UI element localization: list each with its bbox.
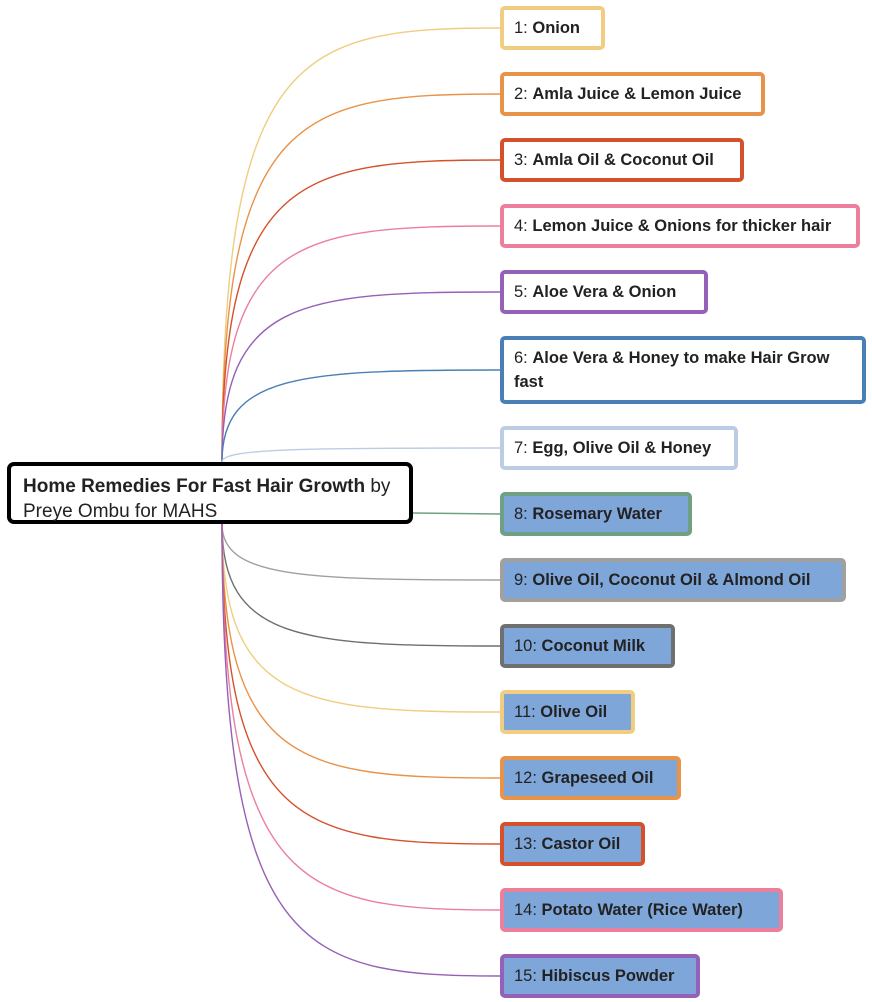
- subtopic-label: 11: Olive Oil: [514, 700, 607, 724]
- subtopic-number: 8:: [514, 505, 533, 523]
- central-topic-title: Home Remedies For Fast Hair Growth: [23, 476, 366, 497]
- connector-line: [412, 512, 501, 515]
- subtopic-node[interactable]: 3: Amla Oil & Coconut Oil: [500, 138, 744, 182]
- subtopic-text: Amla Juice & Lemon Juice: [532, 85, 742, 103]
- subtopic-node[interactable]: 7: Egg, Olive Oil & Honey: [500, 426, 738, 470]
- connector-line: [221, 447, 501, 463]
- subtopic-number: 3:: [514, 151, 533, 169]
- subtopic-node[interactable]: 9: Olive Oil, Coconut Oil & Almond Oil: [500, 558, 846, 602]
- subtopic-number: 1:: [514, 19, 533, 37]
- subtopic-node[interactable]: 2: Amla Juice & Lemon Juice: [500, 72, 765, 116]
- subtopic-label: 4: Lemon Juice & Onions for thicker hair: [514, 214, 831, 238]
- subtopic-label: 12: Grapeseed Oil: [514, 766, 653, 790]
- subtopic-text: Potato Water (Rice Water): [541, 901, 743, 919]
- subtopic-node[interactable]: 10: Coconut Milk: [500, 624, 675, 668]
- subtopic-text: Egg, Olive Oil & Honey: [532, 439, 712, 457]
- connector-line: [221, 523, 501, 977]
- subtopic-label: 6: Aloe Vera & Honey to make Hair Grow f…: [514, 346, 852, 394]
- subtopic-node[interactable]: 1: Onion: [500, 6, 605, 50]
- subtopic-label: 9: Olive Oil, Coconut Oil & Almond Oil: [514, 568, 810, 592]
- subtopic-text: Hibiscus Powder: [541, 967, 675, 985]
- connector-line: [221, 159, 501, 463]
- subtopic-number: 5:: [514, 283, 533, 301]
- subtopic-label: 2: Amla Juice & Lemon Juice: [514, 82, 741, 106]
- connector-line: [221, 291, 501, 463]
- connector-line: [221, 523, 501, 647]
- subtopic-label: 14: Potato Water (Rice Water): [514, 898, 743, 922]
- connector-line: [221, 369, 501, 463]
- subtopic-label: 1: Onion: [514, 16, 580, 40]
- subtopic-number: 7:: [514, 439, 533, 457]
- subtopic-number: 14:: [514, 901, 542, 919]
- subtopic-node[interactable]: 15: Hibiscus Powder: [500, 954, 700, 998]
- subtopic-text: Rosemary Water: [532, 505, 662, 523]
- subtopic-text: Coconut Milk: [541, 637, 646, 655]
- subtopic-text: Olive Oil: [540, 703, 608, 721]
- subtopic-node[interactable]: 12: Grapeseed Oil: [500, 756, 681, 800]
- connector-line: [221, 523, 501, 581]
- subtopic-label: 15: Hibiscus Powder: [514, 964, 674, 988]
- subtopic-text: Grapeseed Oil: [541, 769, 654, 787]
- connector-line: [221, 225, 501, 463]
- subtopic-node[interactable]: 8: Rosemary Water: [500, 492, 692, 536]
- subtopic-number: 9:: [514, 571, 533, 589]
- subtopic-number: 10:: [514, 637, 542, 655]
- connector-line: [221, 523, 501, 845]
- subtopic-number: 11:: [514, 703, 541, 721]
- subtopic-node[interactable]: 14: Potato Water (Rice Water): [500, 888, 783, 932]
- subtopic-node[interactable]: 5: Aloe Vera & Onion: [500, 270, 708, 314]
- subtopic-node[interactable]: 11: Olive Oil: [500, 690, 635, 734]
- connector-line: [221, 523, 501, 779]
- subtopic-number: 13:: [514, 835, 542, 853]
- subtopic-text: Lemon Juice & Onions for thicker hair: [532, 217, 832, 235]
- subtopic-node[interactable]: 13: Castor Oil: [500, 822, 645, 866]
- connector-line: [221, 93, 501, 463]
- subtopic-label: 10: Coconut Milk: [514, 634, 645, 658]
- subtopic-label: 5: Aloe Vera & Onion: [514, 280, 676, 304]
- subtopic-label: 13: Castor Oil: [514, 832, 620, 856]
- subtopic-number: 12:: [514, 769, 542, 787]
- subtopic-text: Onion: [532, 19, 581, 37]
- subtopic-text: Olive Oil, Coconut Oil & Almond Oil: [532, 571, 811, 589]
- subtopic-number: 4:: [514, 217, 533, 235]
- subtopic-text: Aloe Vera & Onion: [532, 283, 677, 301]
- connector-line: [221, 523, 501, 911]
- subtopic-text: Amla Oil & Coconut Oil: [532, 151, 714, 169]
- subtopic-label: 3: Amla Oil & Coconut Oil: [514, 148, 714, 172]
- subtopic-number: 15:: [514, 967, 542, 985]
- subtopic-label: 8: Rosemary Water: [514, 502, 662, 526]
- subtopic-number: 6:: [514, 349, 533, 367]
- connector-line: [221, 523, 501, 713]
- subtopic-node[interactable]: 4: Lemon Juice & Onions for thicker hair: [500, 204, 860, 248]
- subtopic-number: 2:: [514, 85, 533, 103]
- connector-line: [221, 27, 501, 463]
- central-topic[interactable]: Home Remedies For Fast Hair Growth by Pr…: [7, 462, 413, 524]
- central-topic-subtitle: by Preye Ombu for MAHS: [23, 476, 391, 522]
- subtopic-label: 7: Egg, Olive Oil & Honey: [514, 436, 711, 460]
- subtopic-text: Aloe Vera & Honey to make Hair Grow fast: [514, 349, 830, 391]
- subtopic-text: Castor Oil: [541, 835, 621, 853]
- subtopic-node[interactable]: 6: Aloe Vera & Honey to make Hair Grow f…: [500, 336, 866, 404]
